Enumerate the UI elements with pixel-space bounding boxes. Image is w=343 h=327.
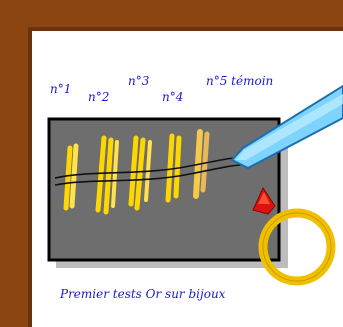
caption: Premier tests Or sur bijoux — [60, 287, 226, 301]
label-n3: n°3 — [128, 74, 150, 88]
wooden-frame-top — [0, 0, 343, 27]
label-n5: n°5 témoin — [206, 74, 274, 88]
frame-shadow-top — [28, 27, 343, 31]
scratch-line-2 — [54, 163, 251, 186]
test-probe — [230, 84, 343, 170]
wooden-frame-left — [0, 0, 28, 327]
touchstone — [47, 117, 281, 262]
gold-streaks — [63, 129, 210, 215]
frame-shadow — [28, 27, 32, 327]
streak-n1 — [63, 143, 79, 211]
label-n4: n°4 — [162, 90, 184, 104]
streak-n4 — [165, 133, 182, 203]
label-n1: n°1 — [50, 82, 72, 96]
ring — [252, 186, 336, 286]
label-n2: n°2 — [88, 90, 110, 104]
